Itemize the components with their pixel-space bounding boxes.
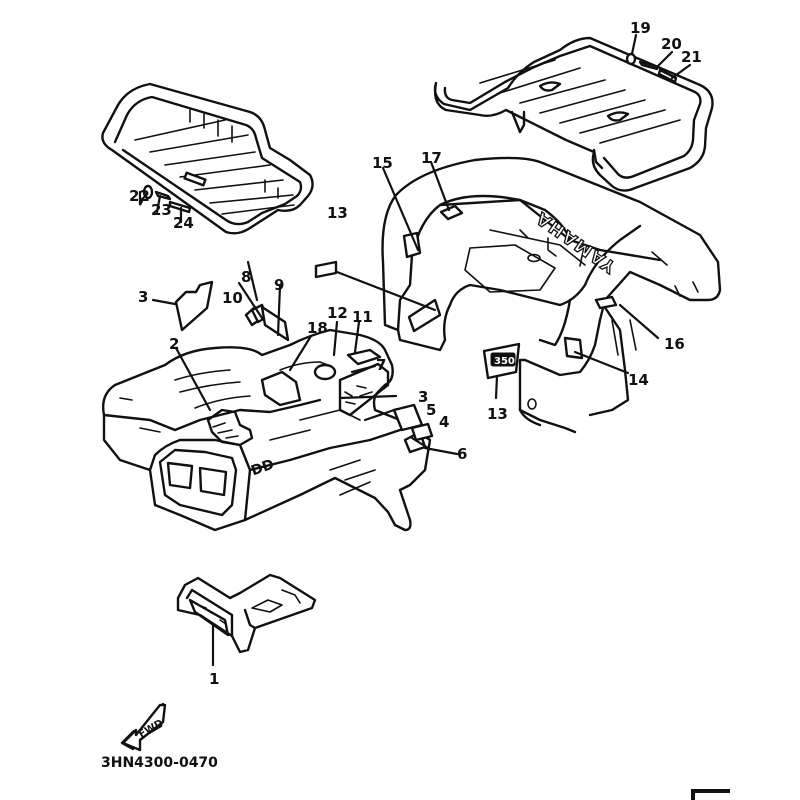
callout-4: 4 [439, 413, 449, 431]
callout-7: 7 [376, 356, 386, 374]
decal-text: DD [249, 456, 276, 479]
front-carrier [101, 82, 314, 235]
graphic-3-left [174, 280, 214, 332]
callout-24: 24 [173, 214, 194, 232]
part-code: 3HN4300-0470 [101, 755, 218, 771]
reflector-23 [154, 190, 172, 201]
callout-3-right: 3 [418, 388, 428, 406]
callout-14: 14 [628, 371, 649, 389]
decal-13-loose [314, 260, 338, 279]
decal-9 [260, 305, 290, 342]
callout-21: 21 [681, 48, 702, 66]
rear-fender-decals: 350 [402, 204, 618, 380]
callout-13-lower: 13 [487, 405, 508, 423]
decal-16 [594, 295, 618, 310]
callout-22: 22 [129, 187, 150, 205]
front-fender-decals [174, 280, 434, 454]
decal-4 [410, 422, 434, 442]
bolt-22 [142, 184, 154, 200]
callout-5: 5 [426, 401, 436, 419]
callout-15: 15 [372, 154, 393, 172]
rear-fender: YAMAHA [381, 156, 722, 434]
bolt-19 [625, 52, 637, 66]
decal-13-left [407, 298, 442, 333]
callout-13-upper: 13 [327, 204, 348, 222]
front-carrier-hardware [142, 184, 192, 214]
decal-11 [346, 348, 382, 366]
leader-lines [138, 33, 692, 667]
callout-16: 16 [664, 335, 685, 353]
corner-mark [691, 789, 730, 800]
callout-19: 19 [630, 19, 651, 37]
callout-12: 12 [327, 304, 348, 322]
callout-1: 1 [209, 670, 219, 688]
under-cover [176, 573, 317, 654]
plate-24 [168, 200, 192, 214]
callout-17: 17 [421, 149, 442, 167]
callout-18: 18 [307, 319, 328, 337]
rear-carrier-hardware [625, 52, 678, 84]
decal-17 [439, 204, 464, 221]
emblem-350: 350 [482, 342, 521, 380]
callout-8: 8 [241, 268, 251, 286]
decal-15 [402, 231, 422, 259]
callout-9: 9 [274, 276, 284, 294]
front-fender: DD [101, 328, 432, 532]
callout-3-left: 3 [138, 288, 148, 306]
reflector-20 [638, 60, 659, 71]
callout-11: 11 [352, 308, 373, 326]
callout-10: 10 [222, 289, 243, 307]
fwd-arrow-icon: FWD [120, 702, 167, 752]
callout-6: 6 [457, 445, 467, 463]
decal-14 [563, 336, 584, 360]
callout-23: 23 [151, 201, 172, 219]
rear-carrier [433, 36, 714, 192]
badge-text: 350 [494, 356, 515, 367]
callout-labels: 19 20 21 22 23 24 17 15 13 3 8 9 10 2 18… [129, 19, 702, 688]
callout-20: 20 [661, 35, 682, 53]
callout-2: 2 [169, 335, 179, 353]
